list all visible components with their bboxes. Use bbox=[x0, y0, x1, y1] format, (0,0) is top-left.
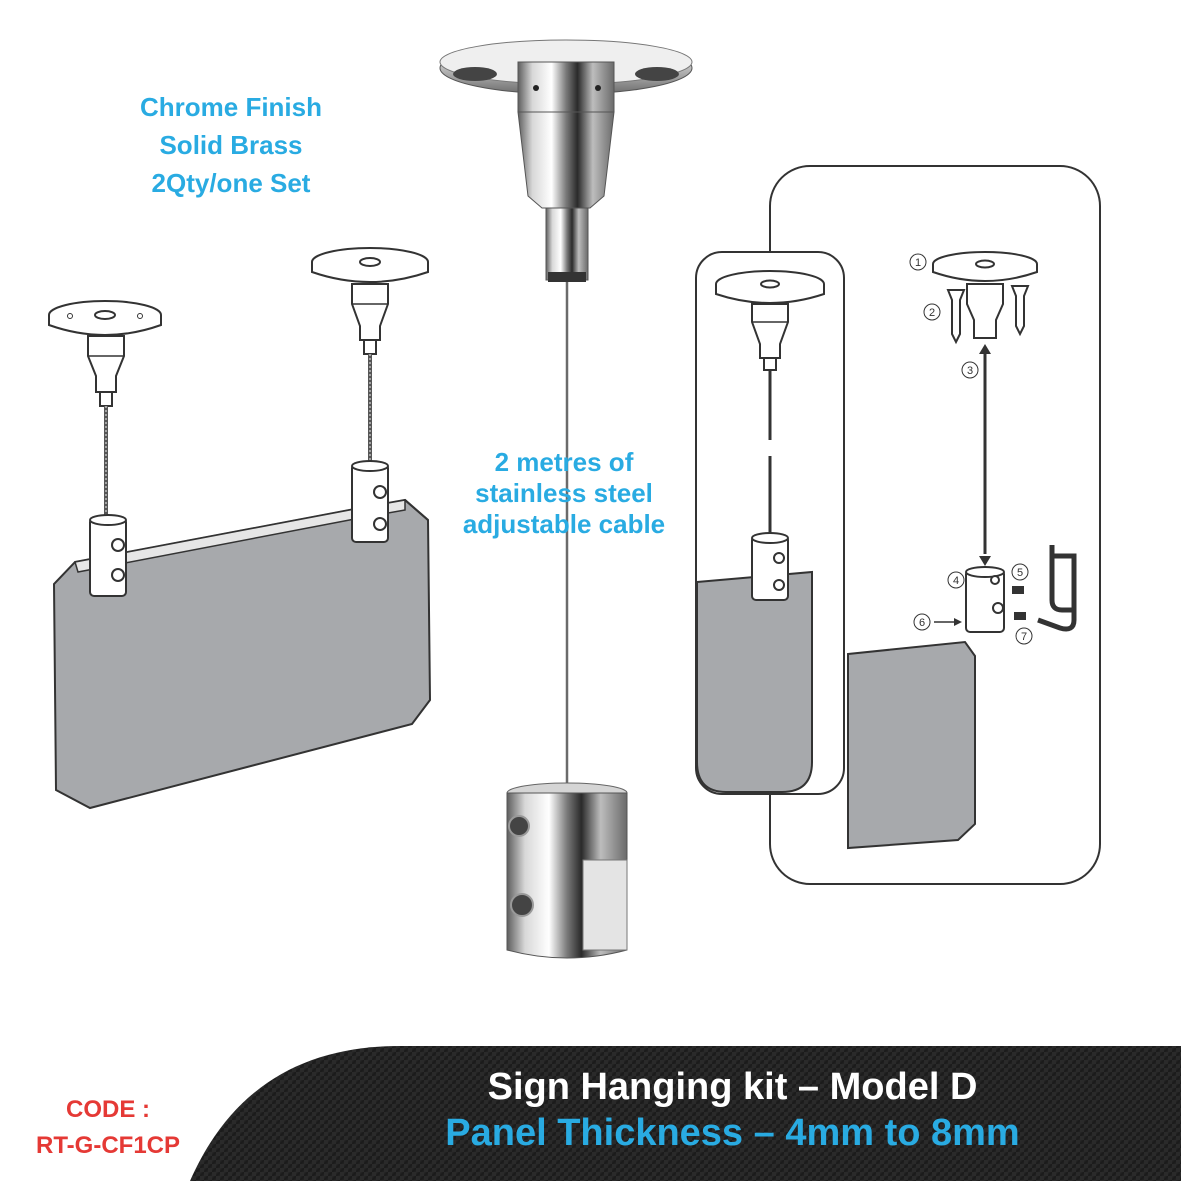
chrome-hanger-photo bbox=[439, 39, 693, 959]
callout-5: 5 bbox=[1017, 567, 1023, 579]
callout-3: 3 bbox=[967, 365, 973, 377]
code-label: CODE : bbox=[66, 1096, 150, 1123]
callout-markers: 1 2 3 4 5 6 7 bbox=[909, 253, 1033, 645]
material-text: Solid Brass bbox=[159, 130, 303, 160]
callout-6: 6 bbox=[919, 617, 925, 629]
assembly-diagram: 1 2 3 4 5 6 7 bbox=[695, 165, 1101, 885]
cable-note: 2 metres of stainless steel adjustable c… bbox=[430, 447, 698, 540]
banner-subtitle: Panel Thickness – 4mm to 8mm bbox=[445, 1112, 1020, 1154]
product-code: CODE : RT-G-CF1CP bbox=[18, 1092, 198, 1164]
sign-panel-illustration bbox=[48, 247, 432, 810]
product-specs: Chrome Finish Solid Brass 2Qty/one Set bbox=[100, 88, 362, 202]
code-value: RT-G-CF1CP bbox=[36, 1132, 180, 1159]
finish-text: Chrome Finish bbox=[139, 92, 322, 122]
quantity-text: 2Qty/one Set bbox=[151, 168, 311, 198]
banner-title: Sign Hanging kit – Model D bbox=[487, 1066, 978, 1108]
cable-note-line-1: 2 metres of bbox=[494, 447, 634, 477]
callout-7: 7 bbox=[1021, 631, 1027, 643]
cable-note-line-2: stainless steel bbox=[475, 478, 653, 508]
cable-note-line-3: adjustable cable bbox=[462, 509, 666, 539]
callout-4: 4 bbox=[953, 575, 959, 587]
callout-1: 1 bbox=[915, 257, 921, 269]
footer-banner-background bbox=[190, 1046, 1181, 1181]
callout-2: 2 bbox=[929, 307, 935, 319]
